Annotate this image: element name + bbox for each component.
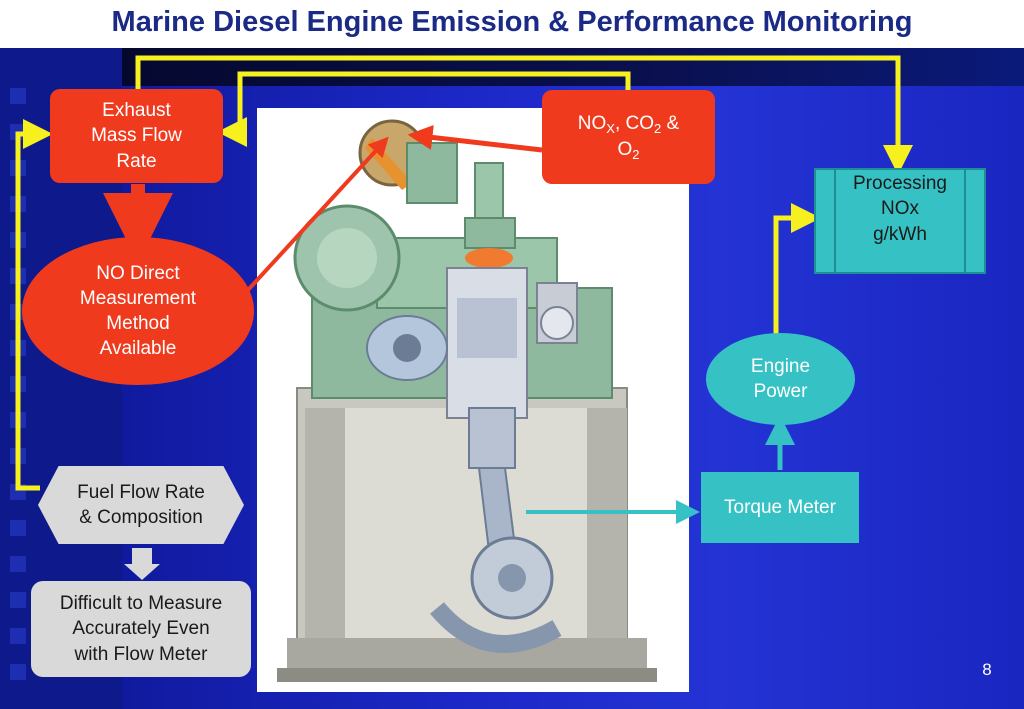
node-processing: Processing NOx g/kWh [814, 168, 986, 274]
engine-illustration-panel [257, 108, 689, 692]
slide-title: Marine Diesel Engine Emission & Performa… [111, 6, 913, 38]
node-fuel-flow-label: Fuel Flow Rate & Composition [77, 481, 205, 528]
connector-power-to-processing [773, 203, 821, 334]
node-gas-analyzer-line2: O2 [617, 139, 640, 162]
node-difficult-to-measure: Difficult to Measure Accurately Even wit… [31, 581, 251, 677]
title-bar: Marine Diesel Engine Emission & Performa… [0, 0, 1024, 48]
connector-fuel-to-difficult [124, 548, 160, 580]
node-gas-analyzer-line1: NOX, CO2 & [577, 112, 680, 136]
node-no-direct-measurement-label: NO Direct Measurement Method Available [79, 262, 197, 360]
node-torque-meter-label: Torque Meter [724, 496, 836, 518]
node-gas-analyzer: NOX, CO2 & O2 [542, 90, 715, 184]
connector-top-to-processing [135, 55, 913, 175]
node-processing-label: Processing NOx g/kWh [853, 173, 947, 245]
connector-nodirect-to-turbo [246, 136, 389, 292]
node-exhaust-mass-flow: Exhaust Mass Flow Rate [50, 89, 223, 183]
node-engine-power-label: Engine Power [750, 355, 811, 402]
engine-cutaway-illustration [277, 119, 657, 682]
node-fuel-flow: Fuel Flow Rate & Composition [38, 466, 244, 544]
node-exhaust-mass-flow-label: Exhaust Mass Flow Rate [91, 100, 182, 172]
node-engine-power: Engine Power [706, 333, 855, 425]
header-dark-band [122, 48, 1024, 86]
connector-analyzer-to-turbo [407, 125, 543, 153]
node-no-direct-measurement: NO Direct Measurement Method Available [22, 237, 254, 385]
connector-fuel-to-exhaust [15, 119, 53, 491]
page-number: 8 [982, 660, 992, 679]
connector-analyzer-to-exhaust [217, 71, 631, 147]
node-torque-meter: Torque Meter [701, 472, 859, 543]
node-difficult-to-measure-label: Difficult to Measure Accurately Even wit… [59, 593, 223, 665]
